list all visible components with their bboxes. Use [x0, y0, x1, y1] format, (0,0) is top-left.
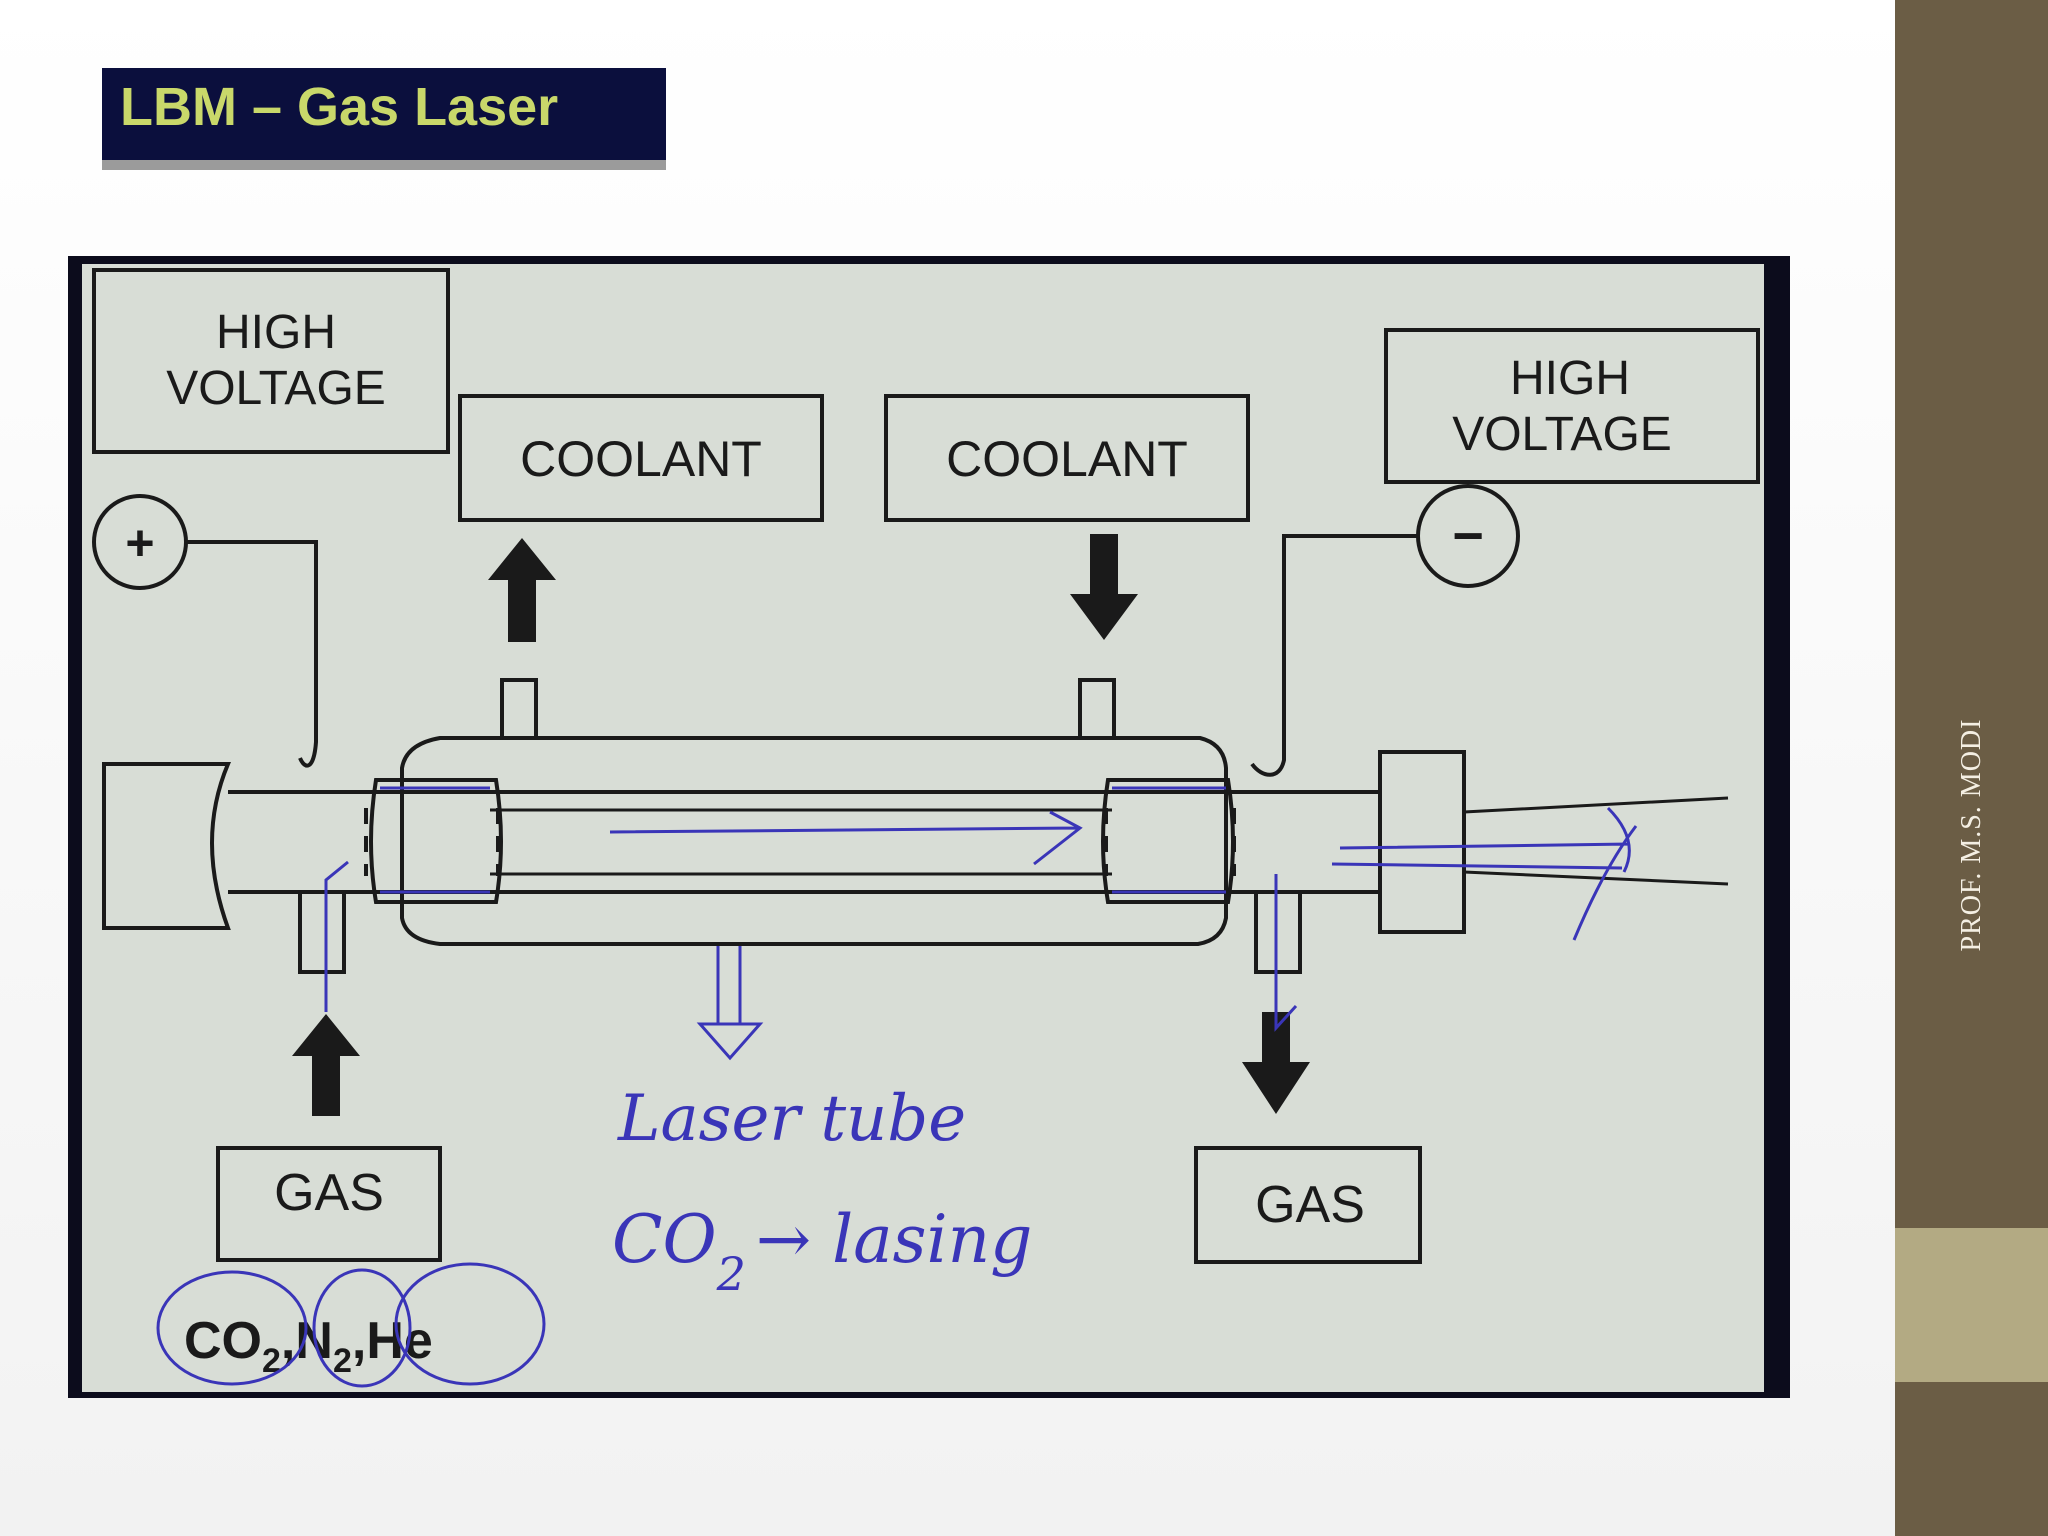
gas-outlet-port: [1254, 892, 1302, 974]
coolant-out-port: [500, 678, 538, 740]
circle-he: [394, 1262, 546, 1386]
pen-beam-arrow: [609, 810, 1083, 866]
title-banner: [102, 68, 666, 160]
coolant-out-box: [458, 394, 824, 522]
gas-out-box: [1194, 1146, 1422, 1264]
coolant-in-box: [884, 394, 1250, 522]
annotation-lasing: CO2→ lasing: [612, 1201, 1032, 1301]
high-voltage-right-line1: HIGH: [1510, 352, 1630, 405]
positive-wire: [186, 540, 318, 768]
coolant-out-arrow: [488, 538, 556, 642]
right-electrode: [1101, 778, 1235, 904]
gas-co2-subscript: 2: [262, 1342, 281, 1380]
pen-output-rays: [1331, 806, 1638, 941]
annotation-co2: CO: [612, 1201, 717, 1278]
circle-co2: [156, 1270, 308, 1386]
pen-tube-bracket-right: [1112, 786, 1226, 894]
gas-in-label: GAS: [274, 1164, 384, 1222]
coolant-out-label: COOLANT: [520, 431, 762, 487]
side-bar-accent: [1895, 1228, 2048, 1382]
circle-n2: [312, 1268, 412, 1388]
annotation-lasing-text: → lasing: [756, 1201, 1032, 1278]
negative-symbol: −: [1452, 506, 1484, 566]
high-voltage-right-box: [1384, 328, 1760, 484]
output-beam: [1463, 796, 1729, 886]
output-window: [1378, 750, 1466, 934]
pen-down-arrow: [696, 946, 764, 1061]
pen-tube-bracket-left: [380, 786, 490, 894]
gas-in-box: [216, 1146, 442, 1262]
title-underline: [102, 160, 666, 170]
annotation-laser-tube: Laser tube: [617, 1082, 966, 1156]
coolant-jacket: [400, 736, 1228, 946]
coolant-in-arrow: [1070, 534, 1138, 640]
annotation-co2-subscript: 2: [716, 1247, 746, 1301]
gas-in-arrow: [292, 1014, 360, 1116]
pen-gas-flow-in: [324, 860, 349, 1012]
electrode-dashes: [364, 808, 1236, 876]
tube-inner: [490, 808, 1112, 876]
gas-sep-2: ,: [352, 1312, 366, 1370]
high-voltage-left-line2: VOLTAGE: [166, 362, 386, 415]
left-electrode: [369, 778, 503, 904]
gas-n2-subscript: 2: [333, 1342, 352, 1380]
pen-gas-flow-out: [1274, 874, 1298, 1032]
high-voltage-right-line2: VOLTAGE: [1452, 408, 1672, 461]
gas-sep-1: ,: [281, 1312, 295, 1370]
positive-symbol: +: [125, 515, 154, 571]
gas-out-arrow: [1242, 1012, 1310, 1114]
coolant-in-port: [1078, 678, 1116, 740]
slide-title: LBM – Gas Laser: [120, 77, 559, 137]
high-voltage-left-box: [92, 268, 450, 454]
negative-wire: [1250, 534, 1418, 777]
high-voltage-left-line1: HIGH: [216, 306, 336, 359]
coolant-in-label: COOLANT: [946, 431, 1188, 487]
rear-mirror: [102, 762, 232, 930]
gas-co2: CO: [184, 1312, 262, 1370]
gas-out-label: GAS: [1255, 1176, 1365, 1234]
gas-inlet-port: [298, 892, 346, 974]
